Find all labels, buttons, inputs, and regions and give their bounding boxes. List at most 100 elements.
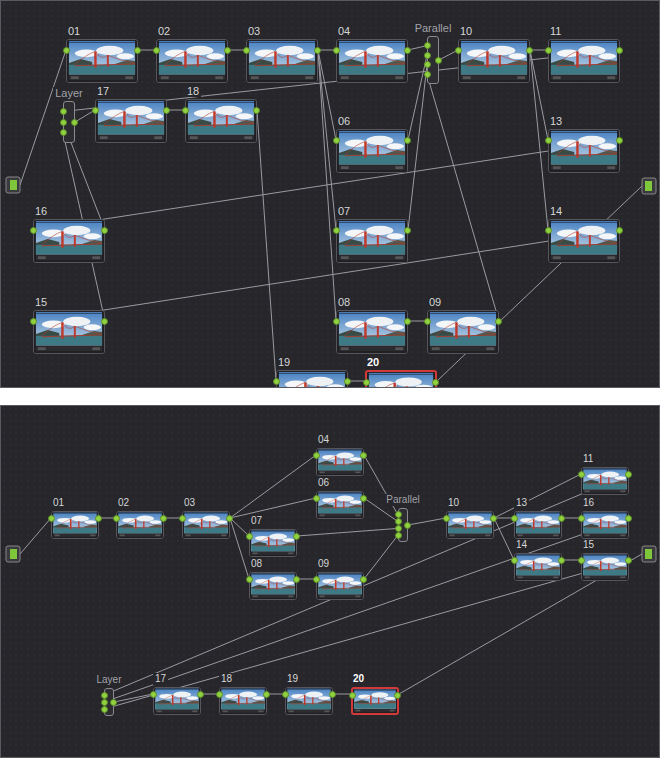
thumbnail-box xyxy=(336,39,408,83)
output-dot xyxy=(110,699,117,706)
thumbnail-box xyxy=(514,511,562,539)
thumbnail-picture xyxy=(515,554,561,580)
thumbnail-box xyxy=(336,219,408,263)
corrector-node: 18 xyxy=(185,85,257,143)
thumbnail-box xyxy=(249,572,297,600)
input-dot xyxy=(545,227,552,234)
thumbnail-image xyxy=(515,554,561,580)
corrector-node: 03 xyxy=(182,497,230,539)
node-label: Layer xyxy=(94,674,123,686)
corrector-node: 14 xyxy=(548,205,620,263)
corrector-node: 03 xyxy=(246,25,318,83)
node-label: 19 xyxy=(285,673,300,685)
input-dot xyxy=(30,227,37,234)
thumbnail-box xyxy=(33,310,105,354)
thumbnail-box xyxy=(156,39,228,83)
node-connector xyxy=(408,65,427,230)
output-dot xyxy=(404,522,411,529)
input-dot xyxy=(349,692,356,699)
node-label: 11 xyxy=(548,25,563,37)
thumbnail-box xyxy=(548,39,620,83)
thumbnail-picture xyxy=(317,573,363,599)
corrector-node: 08 xyxy=(249,558,297,600)
node-label: 19 xyxy=(276,356,292,368)
input-dot xyxy=(48,515,55,522)
input-dot xyxy=(101,699,108,706)
corrector-node: 01 xyxy=(51,497,99,539)
input-dot xyxy=(424,42,431,49)
input-dot xyxy=(333,137,340,144)
thumbnail-picture xyxy=(353,689,397,713)
node-connector xyxy=(257,110,276,381)
output-dot xyxy=(314,47,321,54)
input-dot xyxy=(333,227,340,234)
thumbnail-box xyxy=(116,511,164,539)
output-dot xyxy=(558,515,565,522)
corrector-node: 02 xyxy=(156,25,228,83)
corrector-node: 17 xyxy=(95,85,167,143)
input-dot xyxy=(113,515,120,522)
source-wire xyxy=(20,518,51,554)
output-dot xyxy=(360,576,367,583)
node-label: 08 xyxy=(336,296,352,308)
node-label: 06 xyxy=(336,115,352,127)
thumbnail-box xyxy=(219,687,267,715)
thumbnail-box xyxy=(33,219,105,263)
corrector-node: 20 xyxy=(351,673,399,715)
node-connector xyxy=(230,498,316,518)
thumbnail-image xyxy=(317,492,363,518)
thumbnail-image xyxy=(34,220,104,262)
node-label: Layer xyxy=(53,87,85,99)
input-dot xyxy=(60,129,67,136)
input-dot xyxy=(395,532,402,539)
thumbnail-box xyxy=(427,310,499,354)
node-label: 09 xyxy=(427,296,443,308)
thumbnail-picture xyxy=(549,130,619,172)
thumbnail-picture xyxy=(67,40,137,82)
input-dot xyxy=(216,691,223,698)
input-dot xyxy=(578,515,585,522)
output-dot xyxy=(160,515,167,522)
input-dot xyxy=(246,533,253,540)
thumbnail-box xyxy=(514,553,562,581)
thumbnail-picture xyxy=(317,449,363,475)
input-dot xyxy=(243,47,250,54)
thumbnail-picture xyxy=(286,688,332,714)
node-output xyxy=(645,181,652,191)
node-label: 02 xyxy=(116,497,131,509)
output-dot xyxy=(134,47,141,54)
thumbnail-box xyxy=(316,491,364,519)
corrector-node: 19 xyxy=(285,673,333,715)
node-label: 17 xyxy=(95,85,111,97)
thumbnail-picture xyxy=(337,130,407,172)
thumbnail-picture xyxy=(52,512,98,538)
thumbnail-box xyxy=(66,39,138,83)
thumbnail-image xyxy=(367,372,435,388)
thumbnail-picture xyxy=(582,468,628,494)
output-dot xyxy=(329,691,336,698)
mixer-node: Layer xyxy=(94,674,123,716)
mixer-node: Layer xyxy=(53,87,85,143)
thumbnail-image xyxy=(96,100,166,142)
node-connector xyxy=(33,230,620,321)
input-dot xyxy=(443,515,450,522)
node-editor-panel: 01020304Parallel1011Layer171806131607141… xyxy=(0,0,660,388)
thumbnail-image xyxy=(220,688,266,714)
corrector-node: 16 xyxy=(581,497,629,539)
output-dot xyxy=(404,227,411,234)
node-editor-panel: 041106Parallel0102031013160714150809Laye… xyxy=(0,405,660,758)
input-dot xyxy=(313,452,320,459)
input-dot xyxy=(313,495,320,502)
thumbnail-image xyxy=(337,130,407,172)
node-label: 10 xyxy=(458,25,474,37)
output-dot xyxy=(293,533,300,540)
thumbnail-picture xyxy=(183,512,229,538)
thumbnail-picture xyxy=(250,573,296,599)
thumbnail-image xyxy=(353,689,397,713)
input-dot xyxy=(182,107,189,114)
thumbnail-box xyxy=(316,572,364,600)
thumbnail-box xyxy=(548,219,620,263)
source-input xyxy=(6,546,20,562)
node-label: 18 xyxy=(185,85,201,97)
output-dot xyxy=(616,227,623,234)
